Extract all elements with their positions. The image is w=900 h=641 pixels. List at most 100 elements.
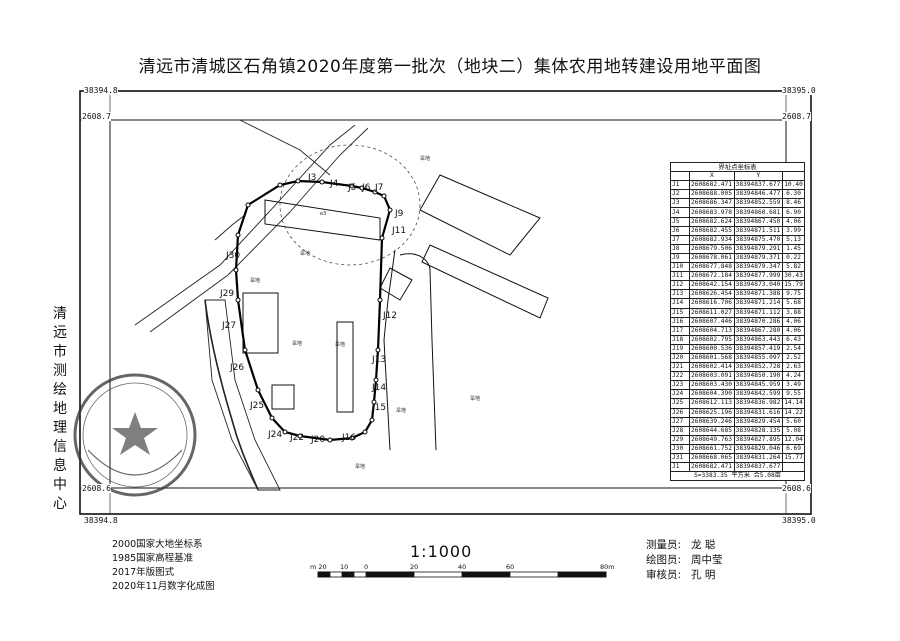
distance-cell: 5.82 [782, 262, 805, 273]
x-cell: 2608601.568 [689, 352, 735, 364]
distance-cell [782, 462, 805, 473]
distance-cell: 5.60 [782, 416, 805, 427]
label-j4: J4 [329, 179, 339, 189]
label-j20: J20 [310, 435, 325, 445]
x-cell: 2608678.061 [689, 252, 735, 264]
buildings [242, 174, 549, 451]
point-cell: J16 [670, 316, 690, 327]
corner-top-left-y: 2608.7 [82, 112, 111, 121]
point-cell: J1 [670, 462, 690, 473]
y-cell: 38394852.559 [733, 198, 784, 209]
checker-row: 审核员:孔 明 [646, 568, 723, 583]
corner-top-left-x: 38394.8 [84, 86, 118, 95]
x-cell: 2608603.091 [689, 371, 735, 382]
point-cell: J30 [670, 443, 690, 455]
y-cell: 38394871.214 [733, 298, 784, 309]
point-cell: J3 [670, 198, 690, 209]
x-cell: 2608682.471 [689, 180, 735, 191]
point-cell: J28 [670, 425, 690, 436]
svg-text:旱地: 旱地 [292, 340, 302, 347]
point-cell: J21 [670, 362, 690, 373]
point-cell: J1 [670, 180, 690, 191]
point-cell: J27 [670, 416, 690, 427]
surveyor-label: 测量员: [646, 539, 682, 551]
point-cell: J29 [670, 434, 690, 445]
table-header-distance [782, 171, 805, 182]
outer-frame [79, 90, 812, 515]
map-title: 清远市清城区石角镇2020年度第一批次（地块二）集体农用地转建设用地平面图 [138, 57, 762, 77]
distance-cell: 10.40 [782, 180, 805, 191]
point-cell: J2 [670, 189, 690, 200]
point-cell: J20 [670, 352, 690, 364]
y-cell: 38394852.728 [733, 362, 784, 373]
point-cell: J6 [670, 225, 690, 236]
point-cell: J26 [670, 407, 690, 418]
label-j13: J13 [371, 355, 386, 365]
note-date: 2020年11月数字化成图 [112, 581, 215, 592]
distance-cell: 6.43 [782, 334, 805, 345]
distance-cell: 14.22 [782, 407, 805, 418]
point-cell: J24 [670, 389, 690, 400]
distance-cell: 4.06 [782, 325, 805, 336]
y-cell: 38394871.112 [733, 307, 784, 318]
map-notes: 2000国家大地坐标系 1985国家高程基准 2017年版图式 2020年11月… [112, 538, 215, 594]
label-j14: J14 [371, 383, 386, 393]
x-cell: 2608683.978 [689, 207, 735, 218]
y-cell: 38394875.470 [733, 234, 784, 245]
scale-bar [317, 571, 607, 578]
corner-bottom-left-x: 38394.8 [84, 516, 118, 525]
x-cell: 2608682.455 [689, 225, 735, 236]
y-cell: 38394877.999 [733, 271, 784, 282]
table-header-x: X [689, 171, 735, 182]
note-elevation-datum: 1985国家高程基准 [112, 553, 194, 564]
y-cell: 38394863.443 [733, 334, 784, 345]
x-cell: 2608677.848 [689, 262, 735, 273]
y-cell: 38394836.982 [733, 398, 784, 409]
distance-cell: 12.04 [782, 434, 805, 445]
x-cell: 2608604.713 [689, 325, 735, 336]
x-cell: 2608611.027 [689, 307, 735, 318]
x-cell: 2608682.471 [689, 462, 735, 473]
point-cell: J19 [670, 343, 690, 354]
note-symbol-standard: 2017年版图式 [112, 567, 175, 578]
official-stamp [73, 373, 197, 497]
svg-text:20: 20 [410, 563, 418, 571]
distance-cell: 3.49 [782, 380, 805, 391]
x-cell: 2608682.624 [689, 216, 735, 227]
point-cell: J4 [670, 207, 690, 218]
label-j15: J15 [371, 403, 386, 413]
y-cell: 38394828.135 [733, 425, 784, 436]
table-header-point [670, 171, 690, 182]
y-cell: 38394846.477 [733, 189, 784, 200]
y-cell: 38394879.347 [733, 262, 784, 273]
distance-cell: 2.63 [782, 362, 805, 373]
distance-cell: 4.06 [782, 216, 805, 227]
y-cell: 38394871.388 [733, 289, 784, 300]
svg-text:旱地: 旱地 [335, 341, 345, 348]
distance-cell: 6.90 [782, 207, 805, 218]
point-cell: J13 [670, 289, 690, 300]
distance-cell: 4.06 [782, 316, 805, 327]
svg-text:旱地: 旱地 [420, 155, 430, 162]
label-j27: J27 [221, 321, 236, 331]
x-cell: 2608602.795 [689, 334, 735, 345]
label-j26: J26 [229, 363, 244, 373]
y-cell: 38394870.286 [733, 316, 784, 327]
label-j3: J3 [307, 173, 316, 183]
y-cell: 38394867.280 [733, 325, 784, 336]
x-cell: 2608600.536 [689, 343, 735, 354]
